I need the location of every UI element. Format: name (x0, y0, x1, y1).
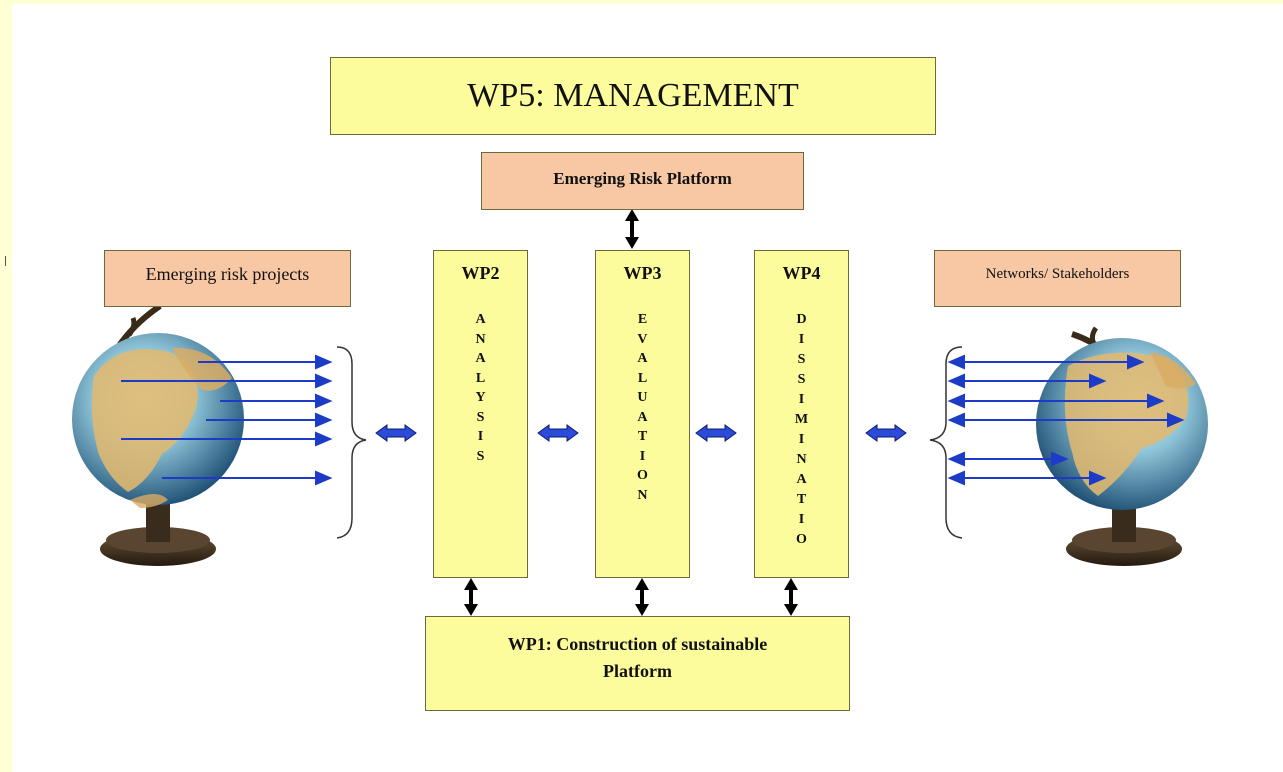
wp4-letter: I (798, 432, 805, 447)
wp2-letter: S (476, 409, 485, 425)
wp3-evaluation-column: WP3 E V A L U A T I O N (595, 250, 690, 578)
wp3-letter: U (637, 390, 648, 405)
emerging-risk-platform-box: Emerging Risk Platform (481, 152, 804, 210)
wp3-letter: N (637, 487, 648, 503)
wp4-letter: I (798, 332, 805, 347)
wp4-vertical-label: D I S S I M I N A T I O (795, 310, 808, 550)
right-brace (929, 346, 963, 539)
wp1-construction-box: WP1: Construction of sustainable Platfor… (425, 616, 850, 711)
wp4-letter: S (797, 352, 806, 367)
wp3-letter: O (637, 468, 648, 483)
wp3-letter: L (637, 370, 648, 386)
wp4-letter: D (796, 312, 807, 327)
wp3-letter: V (637, 331, 648, 347)
wp5-title: WP5: MANAGEMENT (467, 77, 799, 114)
wp2-title: WP2 (461, 263, 500, 283)
wp2-letter: N (475, 331, 486, 347)
wp3-letter: E (637, 312, 648, 327)
wp4-letter: I (798, 392, 805, 407)
wp2-vertical-label: A N A L Y S I S (475, 310, 485, 466)
left-label: Emerging risk projects (145, 264, 310, 284)
right-stakeholder-arrows (947, 354, 1185, 486)
right-label: Networks/ Stakeholders (985, 266, 1130, 282)
wp4-letter: T (796, 492, 807, 507)
block-connector-4 (865, 424, 907, 442)
wp2-letter: I (477, 429, 484, 444)
left-brace (336, 346, 367, 539)
wp4-letter: O (796, 532, 807, 547)
wp4-wp1-link-arrow (784, 578, 798, 616)
wp3-letter: A (637, 409, 648, 425)
wp4-letter: S (797, 372, 806, 387)
block-connector-1 (375, 424, 417, 442)
wp1-line1: WP1: Construction of sustainable (507, 634, 768, 654)
wp3-title: WP3 (623, 263, 662, 283)
wp3-vertical-label: E V A L U A T I O N (637, 310, 648, 505)
block-connector-3 (695, 424, 737, 442)
wp3-letter: I (639, 448, 646, 464)
wp4-letter: M (794, 412, 809, 427)
networks-stakeholders-box: Networks/ Stakeholders (934, 250, 1181, 307)
wp4-title: WP4 (782, 263, 821, 283)
left-project-arrows (121, 354, 333, 486)
wp2-letter: L (475, 370, 486, 386)
globe-right-icon (1036, 326, 1208, 566)
wp2-letter: Y (475, 390, 486, 405)
wp4-letter: A (796, 472, 807, 487)
wp5-management-box: WP5: MANAGEMENT (330, 57, 936, 135)
wp4-letter: N (796, 452, 807, 467)
wp2-wp1-link-arrow (464, 578, 478, 616)
wp2-analysis-column: WP2 A N A L Y S I S (433, 250, 528, 578)
edge-tick-mark (5, 256, 6, 266)
wp3-wp1-link-arrow (635, 578, 649, 616)
wp3-letter: T (637, 429, 648, 444)
wp2-letter: S (476, 448, 485, 464)
wp4-dissemination-column: WP4 D I S S I M I N A T I O (754, 250, 849, 578)
globe-left-icon (72, 303, 244, 566)
wp2-letter: A (475, 351, 486, 366)
platform-wp3-link-arrow (625, 209, 639, 249)
block-connector-2 (537, 424, 579, 442)
wp4-letter: I (798, 512, 805, 527)
wp3-letter: A (637, 351, 648, 366)
platform-label: Emerging Risk Platform (553, 169, 732, 188)
wp2-letter: A (475, 312, 486, 327)
wp1-line2: Platform (603, 661, 672, 681)
emerging-risk-projects-box: Emerging risk projects (104, 250, 351, 307)
